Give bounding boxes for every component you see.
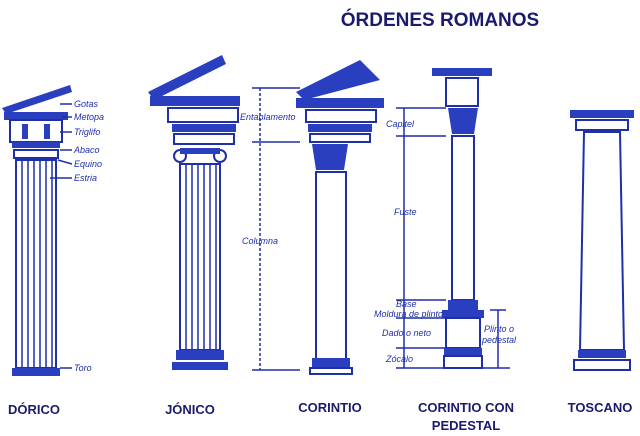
label-equino: Equino bbox=[74, 159, 102, 169]
label-abaco: Abaco bbox=[73, 145, 100, 155]
label-estria: Estria bbox=[74, 173, 97, 183]
label-columna: Columna bbox=[242, 236, 278, 246]
tuscan-column bbox=[570, 110, 634, 371]
label-metopa: Metopa bbox=[74, 112, 104, 122]
label-plinto: Plinto o bbox=[484, 324, 514, 334]
label-jonico: JÓNICO bbox=[165, 402, 215, 417]
label-zocalo: Zócalo bbox=[385, 354, 413, 364]
corinthian-pedestal-column: Capitel Fuste Base Moldura de plinto Dad… bbox=[374, 68, 517, 369]
label-gotas: Gotas bbox=[74, 99, 99, 109]
label-capitel: Capitel bbox=[386, 119, 415, 129]
label-base: Base bbox=[396, 299, 417, 309]
label-pedestal: pedestal bbox=[481, 335, 517, 345]
label-corintio: CORINTIO bbox=[298, 400, 362, 415]
label-corintio-con: CORINTIO CON bbox=[418, 400, 514, 415]
label-dado-neto: Dado o neto bbox=[382, 328, 431, 338]
label-triglifo: Triglifo bbox=[74, 127, 100, 137]
label-moldura-plinto: Moldura de plinto bbox=[374, 309, 443, 319]
label-entablamento: Entablamento bbox=[240, 112, 296, 122]
dimension-entablamento-columna: Entablamento Columna bbox=[240, 87, 300, 371]
label-dorico: DÓRICO bbox=[8, 402, 60, 417]
label-toro: Toro bbox=[74, 363, 92, 373]
label-toscano: TOSCANO bbox=[568, 400, 633, 415]
diagram-title: ÓRDENES ROMANOS bbox=[341, 9, 539, 31]
label-fuste: Fuste bbox=[394, 207, 417, 217]
doric-column: Gotas Metopa Triglifo Abaco Equino Estri… bbox=[2, 85, 104, 376]
corinthian-column bbox=[296, 60, 384, 375]
ionic-column bbox=[148, 55, 240, 370]
label-pedestal-order: PEDESTAL bbox=[432, 418, 500, 433]
